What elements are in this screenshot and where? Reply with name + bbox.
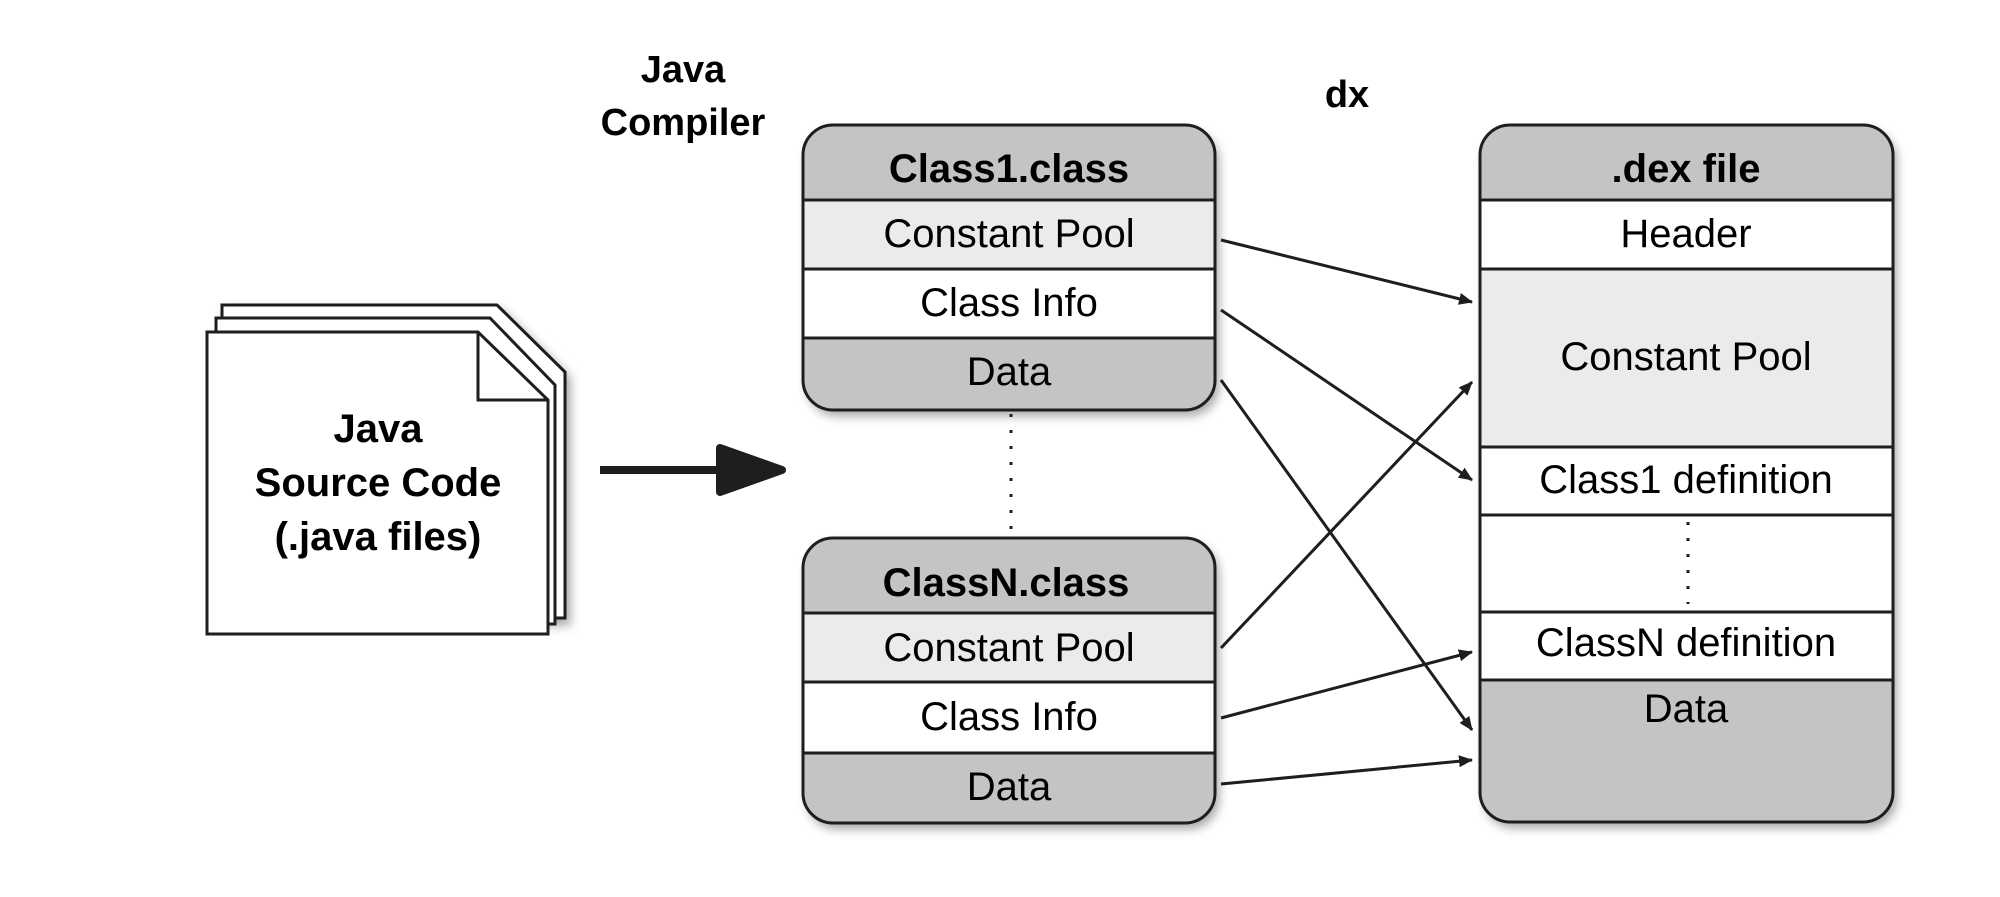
dx-label: dx [1325, 74, 1369, 116]
mapping-arrows [1219, 238, 1474, 786]
classn-title: ClassN.class [883, 561, 1130, 605]
arrow-class1-info-to-class1-def [1220, 308, 1473, 482]
source-label-line1: Java [334, 407, 424, 451]
java-source-document-icon [205, 303, 567, 636]
arrow-class1-data-to-dex-data [1219, 379, 1474, 731]
arrow-classn-data-to-dex-data [1220, 755, 1473, 786]
source-label-line2: Source Code [255, 461, 502, 505]
source-label-line3: (.java files) [275, 515, 482, 559]
classn-constant-pool: Constant Pool [883, 626, 1134, 670]
dex-title: .dex file [1612, 147, 1761, 191]
class1-constant-pool: Constant Pool [883, 212, 1134, 256]
dex-classn-definition: ClassN definition [1536, 621, 1836, 665]
dex-header: Header [1620, 212, 1751, 256]
dex-class1-definition: Class1 definition [1539, 458, 1833, 502]
classn-data: Data [967, 765, 1052, 809]
compiler-label-line1: Java [641, 49, 726, 91]
compiler-label-line2: Compiler [601, 102, 766, 144]
compile-arrow [600, 444, 786, 496]
arrow-class1-pool-to-dex-pool [1220, 238, 1473, 305]
java-compiler-label: Java Compiler [601, 49, 766, 144]
class1-class-box [801, 123, 1217, 412]
classn-class-info: Class Info [920, 695, 1098, 739]
dex-constant-pool: Constant Pool [1560, 335, 1811, 379]
arrow-classn-pool-to-dex-pool [1219, 380, 1474, 650]
class1-class-info: Class Info [920, 281, 1098, 325]
class1-title: Class1.class [889, 147, 1129, 191]
class1-data: Data [967, 350, 1052, 394]
classn-class-box [801, 536, 1217, 825]
dex-data: Data [1644, 687, 1729, 731]
dex-file-box [1478, 123, 1895, 824]
arrow-classn-info-to-classn-def [1220, 649, 1473, 720]
